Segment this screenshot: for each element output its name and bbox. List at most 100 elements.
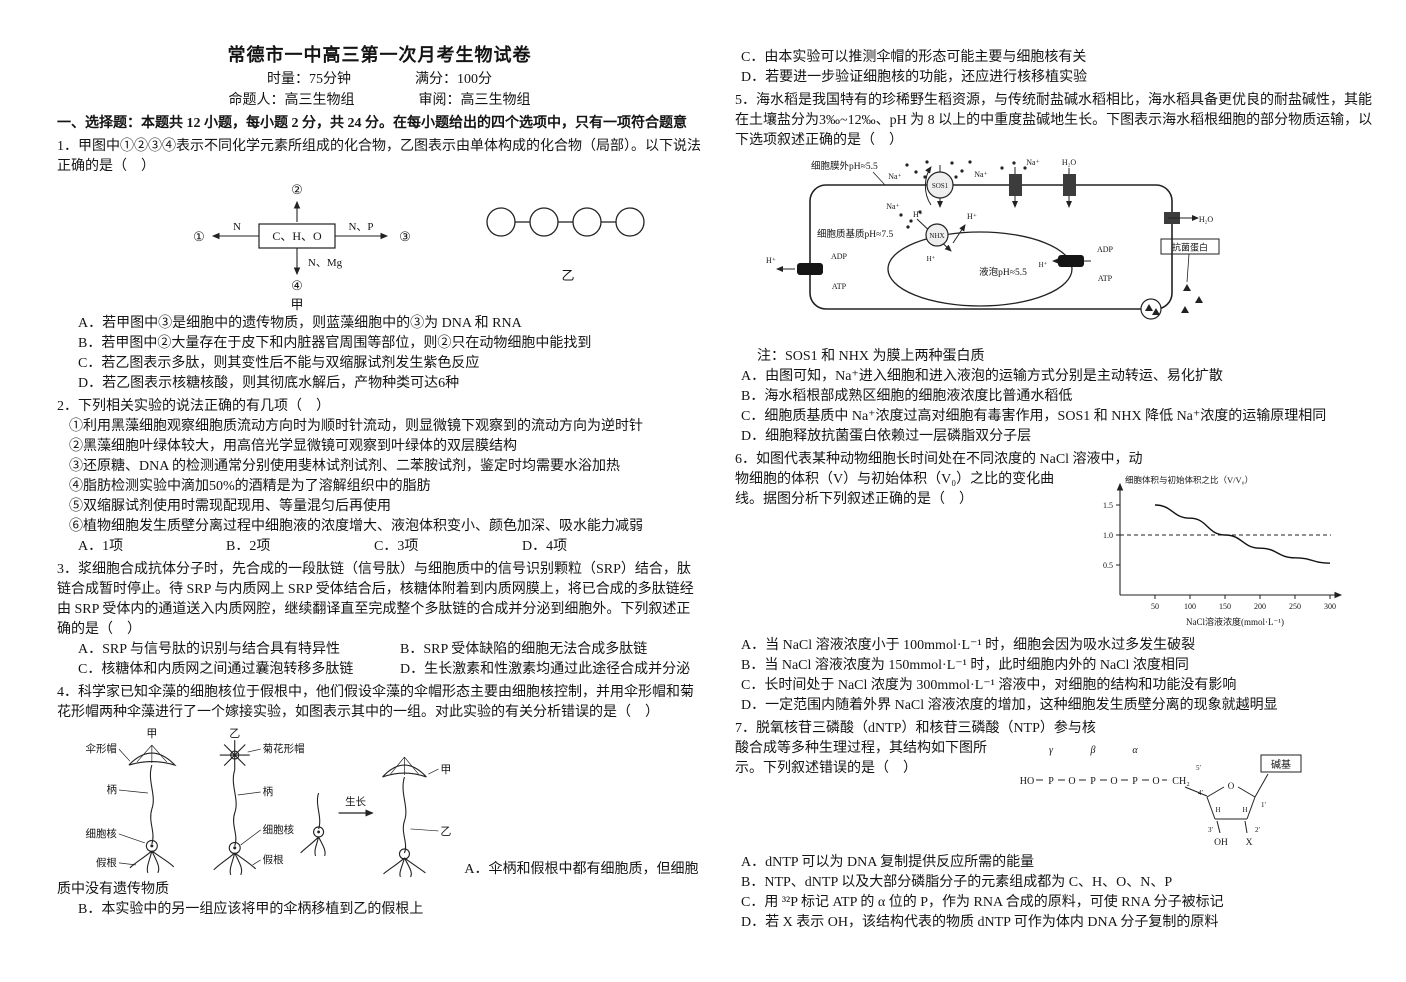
q5-option-d: D．细胞释放抗菌蛋白依赖过一层磷脂双分子层 xyxy=(741,429,1032,444)
q7-stem-line2: 酸合成等多种生理过程，其结构如下图所示。下列叙述错误的是（ ） xyxy=(735,741,987,776)
q7-x-label: X xyxy=(1246,838,1253,848)
q4-option-d: D．若要进一步验证细胞核的功能，还应进行核移植实验 xyxy=(741,70,1088,85)
question-2: 2．下列相关实验的说法正确的有几项（ ） ①利用黑藻细胞观察细胞质流动方向时为顺… xyxy=(57,397,702,557)
q4-option-a-part2: 质中没有遗传物质 xyxy=(57,882,169,897)
q4-rhizoid-label-yi: 假根 xyxy=(263,853,284,866)
q7-dntp-structure-diagram: γ β α HO P O P O P O CH₂ 5′ xyxy=(1020,745,1302,848)
q7-h-label-1: H xyxy=(1215,806,1220,814)
q1-jia-label: 甲 xyxy=(290,297,303,312)
q7-5prime-label: 5′ xyxy=(1196,764,1202,772)
q5-vacuole-proton-pump: ADP ATP H⁺ xyxy=(1039,245,1114,283)
q7-beta-label: β xyxy=(1090,745,1096,756)
q2-option-c: C．3项 xyxy=(374,539,419,554)
right-column: C．由本实验可以推测伞帽的形态可能主要与细胞核有关 D．若要进一步验证细胞核的功… xyxy=(735,48,1375,933)
q5-aquaporin-right: H₂O xyxy=(1164,212,1213,224)
q4-yi-label: 乙 xyxy=(229,727,240,740)
q6-option-a: A．当 NaCl 溶液浓度小于 100mmol·L⁻¹ 时，细胞会因为吸水过多发… xyxy=(741,638,1196,653)
q3-option-b: B．SRP 受体缺陷的细胞无法合成多肽链 xyxy=(400,642,648,657)
q2-number: 2． xyxy=(57,399,78,414)
q5-option-c: C．细胞质基质中 Na⁺浓度过高对细胞有毒害作用，SOS1 和 NHX 降低 N… xyxy=(741,409,1327,424)
q6-number: 6． xyxy=(735,452,756,467)
q7-option-d: D．若 X 表示 OH，该结构代表的物质 dNTP 可作为体内 DNA 分子复制… xyxy=(741,915,1219,930)
q7-bonds xyxy=(1036,773,1269,834)
q7-base-box xyxy=(1260,754,1302,773)
q5-h-label-2: H⁺ xyxy=(967,212,977,221)
q5-h2o-label-2: H₂O xyxy=(1199,215,1214,224)
q2-option-d: D．4项 xyxy=(522,539,568,554)
q5-membrane-proton-pump: ADP ATP H⁺ xyxy=(766,252,848,291)
q1-option-a: A．若甲图中③是细胞中的遗传物质，则蓝藻细胞中的③为 DNA 和 RNA xyxy=(78,316,522,331)
q1-label-3: ③ xyxy=(399,229,411,244)
q5-cell-membrane xyxy=(809,184,1173,310)
q5-aquaporin-top: H₂O xyxy=(1062,158,1076,208)
q7-3prime-label: 3′ xyxy=(1208,826,1214,834)
q4-acetabularia-graft-diagram: 甲 乙 伞形帽 柄 细胞核 假根 菊花形帽 柄 细胞核 假根 生长 甲 乙 xyxy=(86,727,451,878)
meta-setter: 命题人：高三生物组 xyxy=(228,93,355,108)
q7-number: 7． xyxy=(735,721,756,736)
q5-membrane-out-label: 细胞膜外pH≈5.5 xyxy=(811,160,878,172)
q1-element-np: N、P xyxy=(348,221,373,233)
q1-polymer-monomers-diagram: 乙 xyxy=(486,207,645,283)
q6-xtick-4: 250 xyxy=(1289,602,1301,611)
q1-monomer-chain xyxy=(486,207,645,237)
q3-option-c: C．核糖体和内质网之间通过囊泡转移多肽链 xyxy=(78,662,354,677)
q6-stem-line1: 6．如图代表某种动物细胞长时间处在不同浓度的 NaCl 溶液中，动 xyxy=(735,450,1375,470)
q7-p-label-2: P xyxy=(1090,776,1096,787)
q1-label-2: ② xyxy=(291,182,303,197)
q5-stem-text: 海水稻是我国特有的珍稀野生稻资源，与传统耐盐碱水稻相比，海水稻具备更优良的耐盐碱… xyxy=(735,93,1373,148)
q5-sos1-label: SOS1 xyxy=(932,182,949,190)
q5-adp-label-1: ADP xyxy=(1097,245,1114,254)
q4-umbrella-cap-label: 伞形帽 xyxy=(86,742,117,755)
question-3: 3．浆细胞合成抗体分子时，先合成的一段肽链（信号肽）与细胞质中的信号识别颗粒（S… xyxy=(57,560,702,680)
meta-row-2: 命题人：高三生物组 审阅：高三生物组 xyxy=(57,90,702,111)
q1-yi-label: 乙 xyxy=(561,268,574,283)
q4-number: 4． xyxy=(57,685,78,700)
q5-figure: 细胞膜外pH≈5.5 Na⁺ Na⁺ SOS1 H⁺ xyxy=(755,155,1375,345)
q3-options-cd: C．核糖体和内质网之间通过囊泡转移多肽链 D．生长激素和性激素均通过此途径合成并… xyxy=(57,660,702,680)
q5-exocytosis: 抗菌蛋白 xyxy=(1140,238,1220,320)
q6-ytick-0: 0.5 xyxy=(1103,561,1113,570)
q5-na-label-2: Na⁺ xyxy=(974,170,988,179)
q6-option-b: B．当 NaCl 溶液浓度为 150mmol·L⁻¹ 时，此时细胞内外的 NaC… xyxy=(741,658,1189,673)
q5-atp-label-2: ATP xyxy=(832,282,847,291)
q3-option-d: D．生长激素和性激素均通过此途径合成并分泌 xyxy=(400,662,691,677)
q2-statement-4: ④脂肪检测实验中滴加50%的酒精是为了溶解组织中的脂肪 xyxy=(69,479,431,494)
q5-h-label-4: H⁺ xyxy=(1039,261,1048,269)
q3-option-a: A．SRP 与信号肽的识别与结合具有特异性 xyxy=(78,642,340,657)
q4-daisy-cap-label: 菊花形帽 xyxy=(263,742,305,755)
q4-rhizoid-label-jia: 假根 xyxy=(96,856,117,869)
q2-statement-6: ⑥植物细胞发生质壁分离过程中细胞液的浓度增大、液泡体积变小、颜色加深、吸水能力减… xyxy=(69,519,643,534)
q7-o-label-2: O xyxy=(1110,776,1117,787)
question-7: 7．脱氧核苷三磷酸（dNTP）和核苷三磷酸（NTP）参与核 γ β α HO P… xyxy=(735,719,1375,933)
q1-diagrams: ② C、H、O ① N ③ N、P N、Mg ④ 甲 xyxy=(57,180,702,312)
q7-option-b: B．NTP、dNTP 以及大部分磷脂分子的元素组成都为 C、H、O、N、P xyxy=(741,875,1173,890)
q5-antimicrobial-label: 抗菌蛋白 xyxy=(1172,242,1208,253)
q4-option-a-part1: A．伞柄和假根中都有细胞质，但细胞 xyxy=(464,862,699,877)
q5-stem: 5．海水稻是我国特有的珍稀野生稻资源，与传统耐盐碱水稻相比，海水稻具备更优良的耐… xyxy=(735,91,1375,151)
q4-stalk-label-yi: 柄 xyxy=(263,785,273,798)
q7-p-label-1: P xyxy=(1048,776,1054,787)
q5-option-a: A．由图可知，Na⁺进入细胞和进入液泡的运输方式分别是主动转运、易化扩散 xyxy=(741,369,1223,384)
q2-statement-1: ①利用黑藻细胞观察细胞质流动方向时为顺时针流动，则显微镜下观察到的流动方向为逆时… xyxy=(69,419,643,434)
q7-option-a: A．dNTP 可以为 DNA 复制提供反应所需的能量 xyxy=(741,855,1035,870)
q7-option-c: C．用 ³²P 标记 ATP 的 α 位的 P，作为 RNA 合成的原料，可使 … xyxy=(741,895,1224,910)
q6-xtick-1: 100 xyxy=(1184,602,1196,611)
question-4: 4．科学家已知伞藻的细胞核位于假根中，他们假设伞藻的伞帽形态主要由细胞核控制，并… xyxy=(57,683,702,920)
doc-header: 常德市一中高三第一次月考生物试卷 时量：75分钟 满分：100分 命题人：高三生… xyxy=(57,42,702,111)
q2-option-b: B．2项 xyxy=(226,539,271,554)
q4-grow-label: 生长 xyxy=(345,795,366,808)
q7-h-label-2: H xyxy=(1242,806,1247,814)
q6-options: A．当 NaCl 溶液浓度小于 100mmol·L⁻¹ 时，细胞会因为吸水过多发… xyxy=(735,636,1375,716)
q5-nhx-label: NHX xyxy=(929,232,944,240)
q1-stem-text: 甲图中①②③④表示不同化学元素所组成的化合物，乙图表示由单体构成的化合物（局部）… xyxy=(57,139,701,174)
q5-note: 注：SOS1 和 NHX 为膜上两种蛋白质 xyxy=(757,349,985,364)
meta-reviewer: 审阅：高三生物组 xyxy=(418,93,531,108)
q6-stem-text-1: 如图代表某种动物细胞长时间处在不同浓度的 NaCl 溶液中，动 xyxy=(756,452,1143,467)
q6-chart-title: 细胞体积与初始体积之比（V/V₀） xyxy=(1125,475,1253,485)
q6-volume-ratio-chart: 细胞体积与初始体积之比（V/V₀） 0.5 1.0 1.5 50 100 150… xyxy=(1103,475,1343,627)
q2-statement-3: ③还原糖、DNA 的检测通常分别使用斐林试剂试剂、二苯胺试剂，鉴定时均需要水浴加… xyxy=(69,459,621,474)
q5-number: 5． xyxy=(735,93,756,108)
q4-option-c: C．由本实验可以推测伞帽的形态可能主要与细胞核有关 xyxy=(741,50,1087,65)
q5-h-label-3: H⁺ xyxy=(927,255,936,263)
q7-2prime-label: 2′ xyxy=(1255,826,1261,834)
